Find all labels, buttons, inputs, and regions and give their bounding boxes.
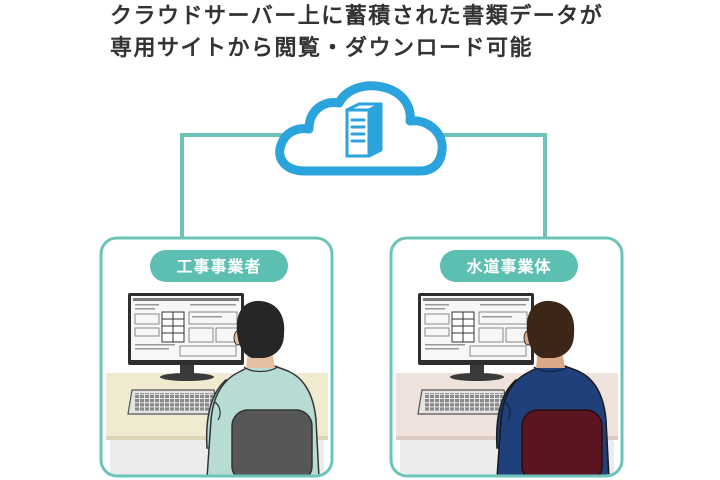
left-panel-label-text: 工事事業者: [176, 257, 261, 276]
left-person-hair: [236, 300, 285, 358]
right-panel: [389, 236, 624, 478]
left-keyboard: [127, 389, 219, 415]
right-panel-label-text: 水道事業体: [466, 257, 551, 276]
title-line-1: クラウドサーバー上に蓄積された書類データが: [110, 4, 604, 29]
right-document-on-screen: [423, 298, 529, 357]
right-monitor: [418, 293, 534, 381]
person-at-computer-icon: [396, 293, 618, 475]
right-keyboard: [417, 389, 509, 415]
right-person-hair: [526, 300, 575, 358]
title-line-2: 専用サイトから閲覧・ダウンロード可能: [110, 36, 534, 61]
left-panel-label: 工事事業者: [150, 250, 288, 282]
right-panel-label: 水道事業体: [440, 250, 578, 282]
person-at-computer-icon: [106, 293, 328, 475]
connector-right: [430, 133, 547, 240]
left-panel: [99, 236, 334, 478]
right-chair: [521, 409, 603, 475]
cloud-server-icon: [275, 81, 447, 176]
left-monitor: [128, 293, 244, 381]
left-chair: [231, 409, 313, 475]
server-icon: [345, 102, 383, 158]
connector-left: [180, 133, 300, 240]
left-document-on-screen: [133, 298, 239, 357]
